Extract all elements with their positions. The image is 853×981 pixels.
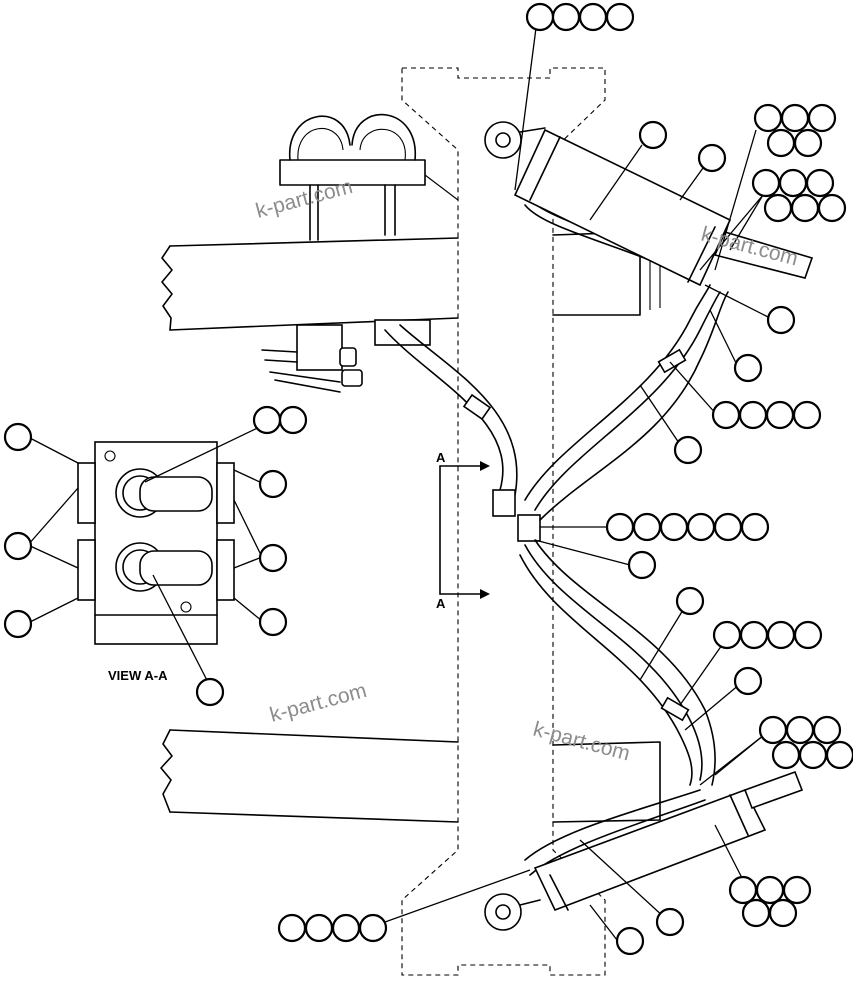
valve-block bbox=[261, 319, 431, 393]
callout-group-22 bbox=[258, 543, 288, 573]
callout-group-14 bbox=[733, 666, 763, 696]
callout-group-21 bbox=[258, 469, 288, 499]
callout-group-6 bbox=[766, 305, 796, 335]
lower-cylinder-hoses bbox=[519, 539, 716, 876]
callout-group-2 bbox=[638, 120, 668, 150]
callout-group-16 bbox=[728, 875, 812, 928]
lower-axle-beam bbox=[160, 729, 661, 823]
callout-group-23 bbox=[258, 607, 288, 637]
callout-group-18 bbox=[615, 926, 645, 956]
upper-steering-cylinder bbox=[484, 121, 814, 287]
callout-group-20 bbox=[252, 405, 308, 435]
callout-group-12 bbox=[675, 586, 705, 616]
callout-group-10 bbox=[605, 512, 770, 542]
frame-outline bbox=[401, 67, 606, 976]
callout-group-26 bbox=[3, 609, 33, 639]
watermarks: k-part.com k-part.com k-part.com k-part.… bbox=[253, 175, 800, 766]
hose-clamp-assembly bbox=[279, 113, 459, 241]
callout-group-9 bbox=[673, 435, 703, 465]
section-label-top: A bbox=[436, 450, 446, 465]
watermark-3: k-part.com bbox=[267, 679, 369, 727]
callout-group-8 bbox=[711, 400, 822, 430]
callout-group-1 bbox=[525, 2, 635, 32]
lower-steering-cylinder bbox=[484, 770, 804, 931]
callout-group-25 bbox=[3, 531, 33, 561]
callout-group-5 bbox=[751, 168, 847, 223]
callout-group-7 bbox=[733, 353, 763, 383]
view-label: VIEW A-A bbox=[108, 668, 168, 683]
callout-group-15 bbox=[758, 715, 853, 770]
upper-axle-beam bbox=[161, 231, 661, 331]
callout-group-4 bbox=[753, 103, 837, 158]
callout-group-24 bbox=[3, 422, 33, 452]
watermark-4: k-part.com bbox=[531, 718, 633, 766]
section-line-a: A A bbox=[436, 450, 490, 611]
callout-group-17 bbox=[655, 907, 685, 937]
callout-group-13 bbox=[712, 620, 823, 650]
view-a-a-detail: VIEW A-A bbox=[77, 441, 235, 683]
callout-group-27 bbox=[195, 677, 225, 707]
callout-group-19 bbox=[277, 913, 388, 943]
callout-group-11 bbox=[627, 550, 657, 580]
watermark-1: k-part.com bbox=[253, 175, 355, 223]
callout-leaders bbox=[27, 27, 771, 941]
callout-bubbles bbox=[3, 2, 853, 956]
callout-group-3 bbox=[697, 143, 727, 173]
section-label-bottom: A bbox=[436, 596, 446, 611]
upper-feed-hoses bbox=[384, 324, 541, 542]
